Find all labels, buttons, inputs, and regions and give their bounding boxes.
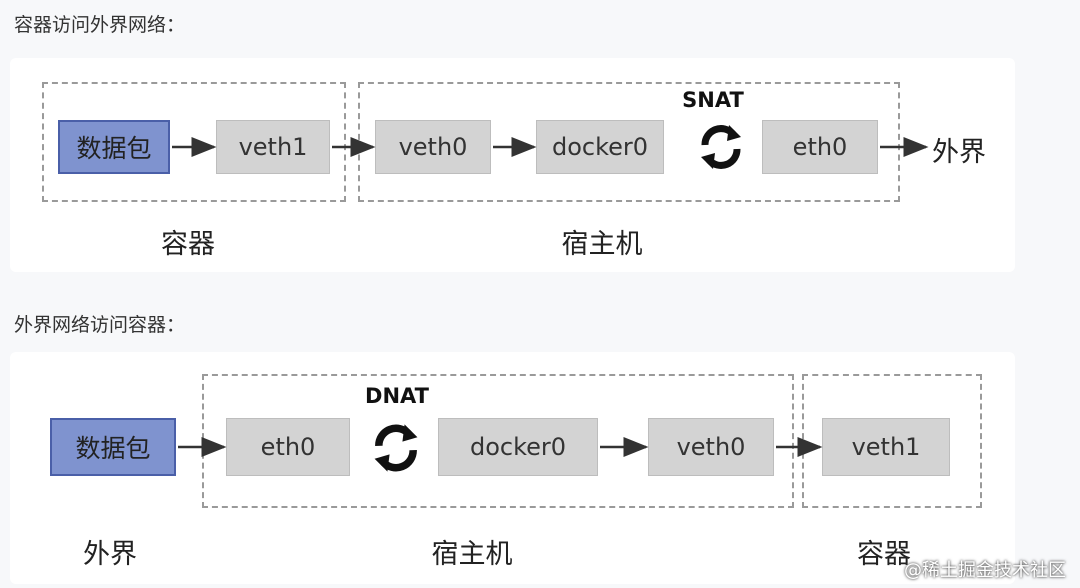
veth0-box: veth0 (375, 120, 491, 174)
container-label: 容器 (161, 229, 215, 260)
section2-diagram: 数据包 eth0 docker0 veth0 veth1 DNAT 外界 宿主机… (10, 352, 1015, 584)
host-label: 宿主机 (431, 539, 513, 570)
eth0-box: eth0 (762, 120, 878, 174)
section1-diagram: 数据包 veth1 veth0 docker0 eth0 SNAT 外界 容器 … (10, 58, 1015, 272)
dnat-cycle-icon (374, 424, 418, 472)
docker0-box: docker0 (438, 418, 598, 476)
eth0-box: eth0 (226, 418, 350, 476)
veth0-box: veth0 (648, 418, 774, 476)
container-label: 容器 (857, 539, 911, 570)
veth1-box: veth1 (216, 120, 330, 174)
section1-arrows (172, 137, 929, 157)
section1-heading: 容器访问外界网络： (14, 14, 186, 36)
veth1-box: veth1 (822, 418, 950, 476)
section2-arrows (178, 437, 823, 457)
watermark: @稀土掘金技术社区 (904, 560, 1066, 581)
dnat-label: DNAT (365, 384, 429, 408)
container-group (42, 82, 346, 202)
host-label: 宿主机 (561, 229, 643, 260)
section2-heading: 外界网络访问容器： (14, 314, 186, 336)
external-label: 外界 (83, 539, 137, 570)
external-label: 外界 (932, 137, 986, 168)
docker0-box: docker0 (536, 120, 664, 174)
snat-label: SNAT (682, 88, 744, 112)
snat-cycle-icon (701, 125, 741, 169)
packet-box: 数据包 (58, 120, 170, 174)
packet-box: 数据包 (50, 418, 176, 476)
